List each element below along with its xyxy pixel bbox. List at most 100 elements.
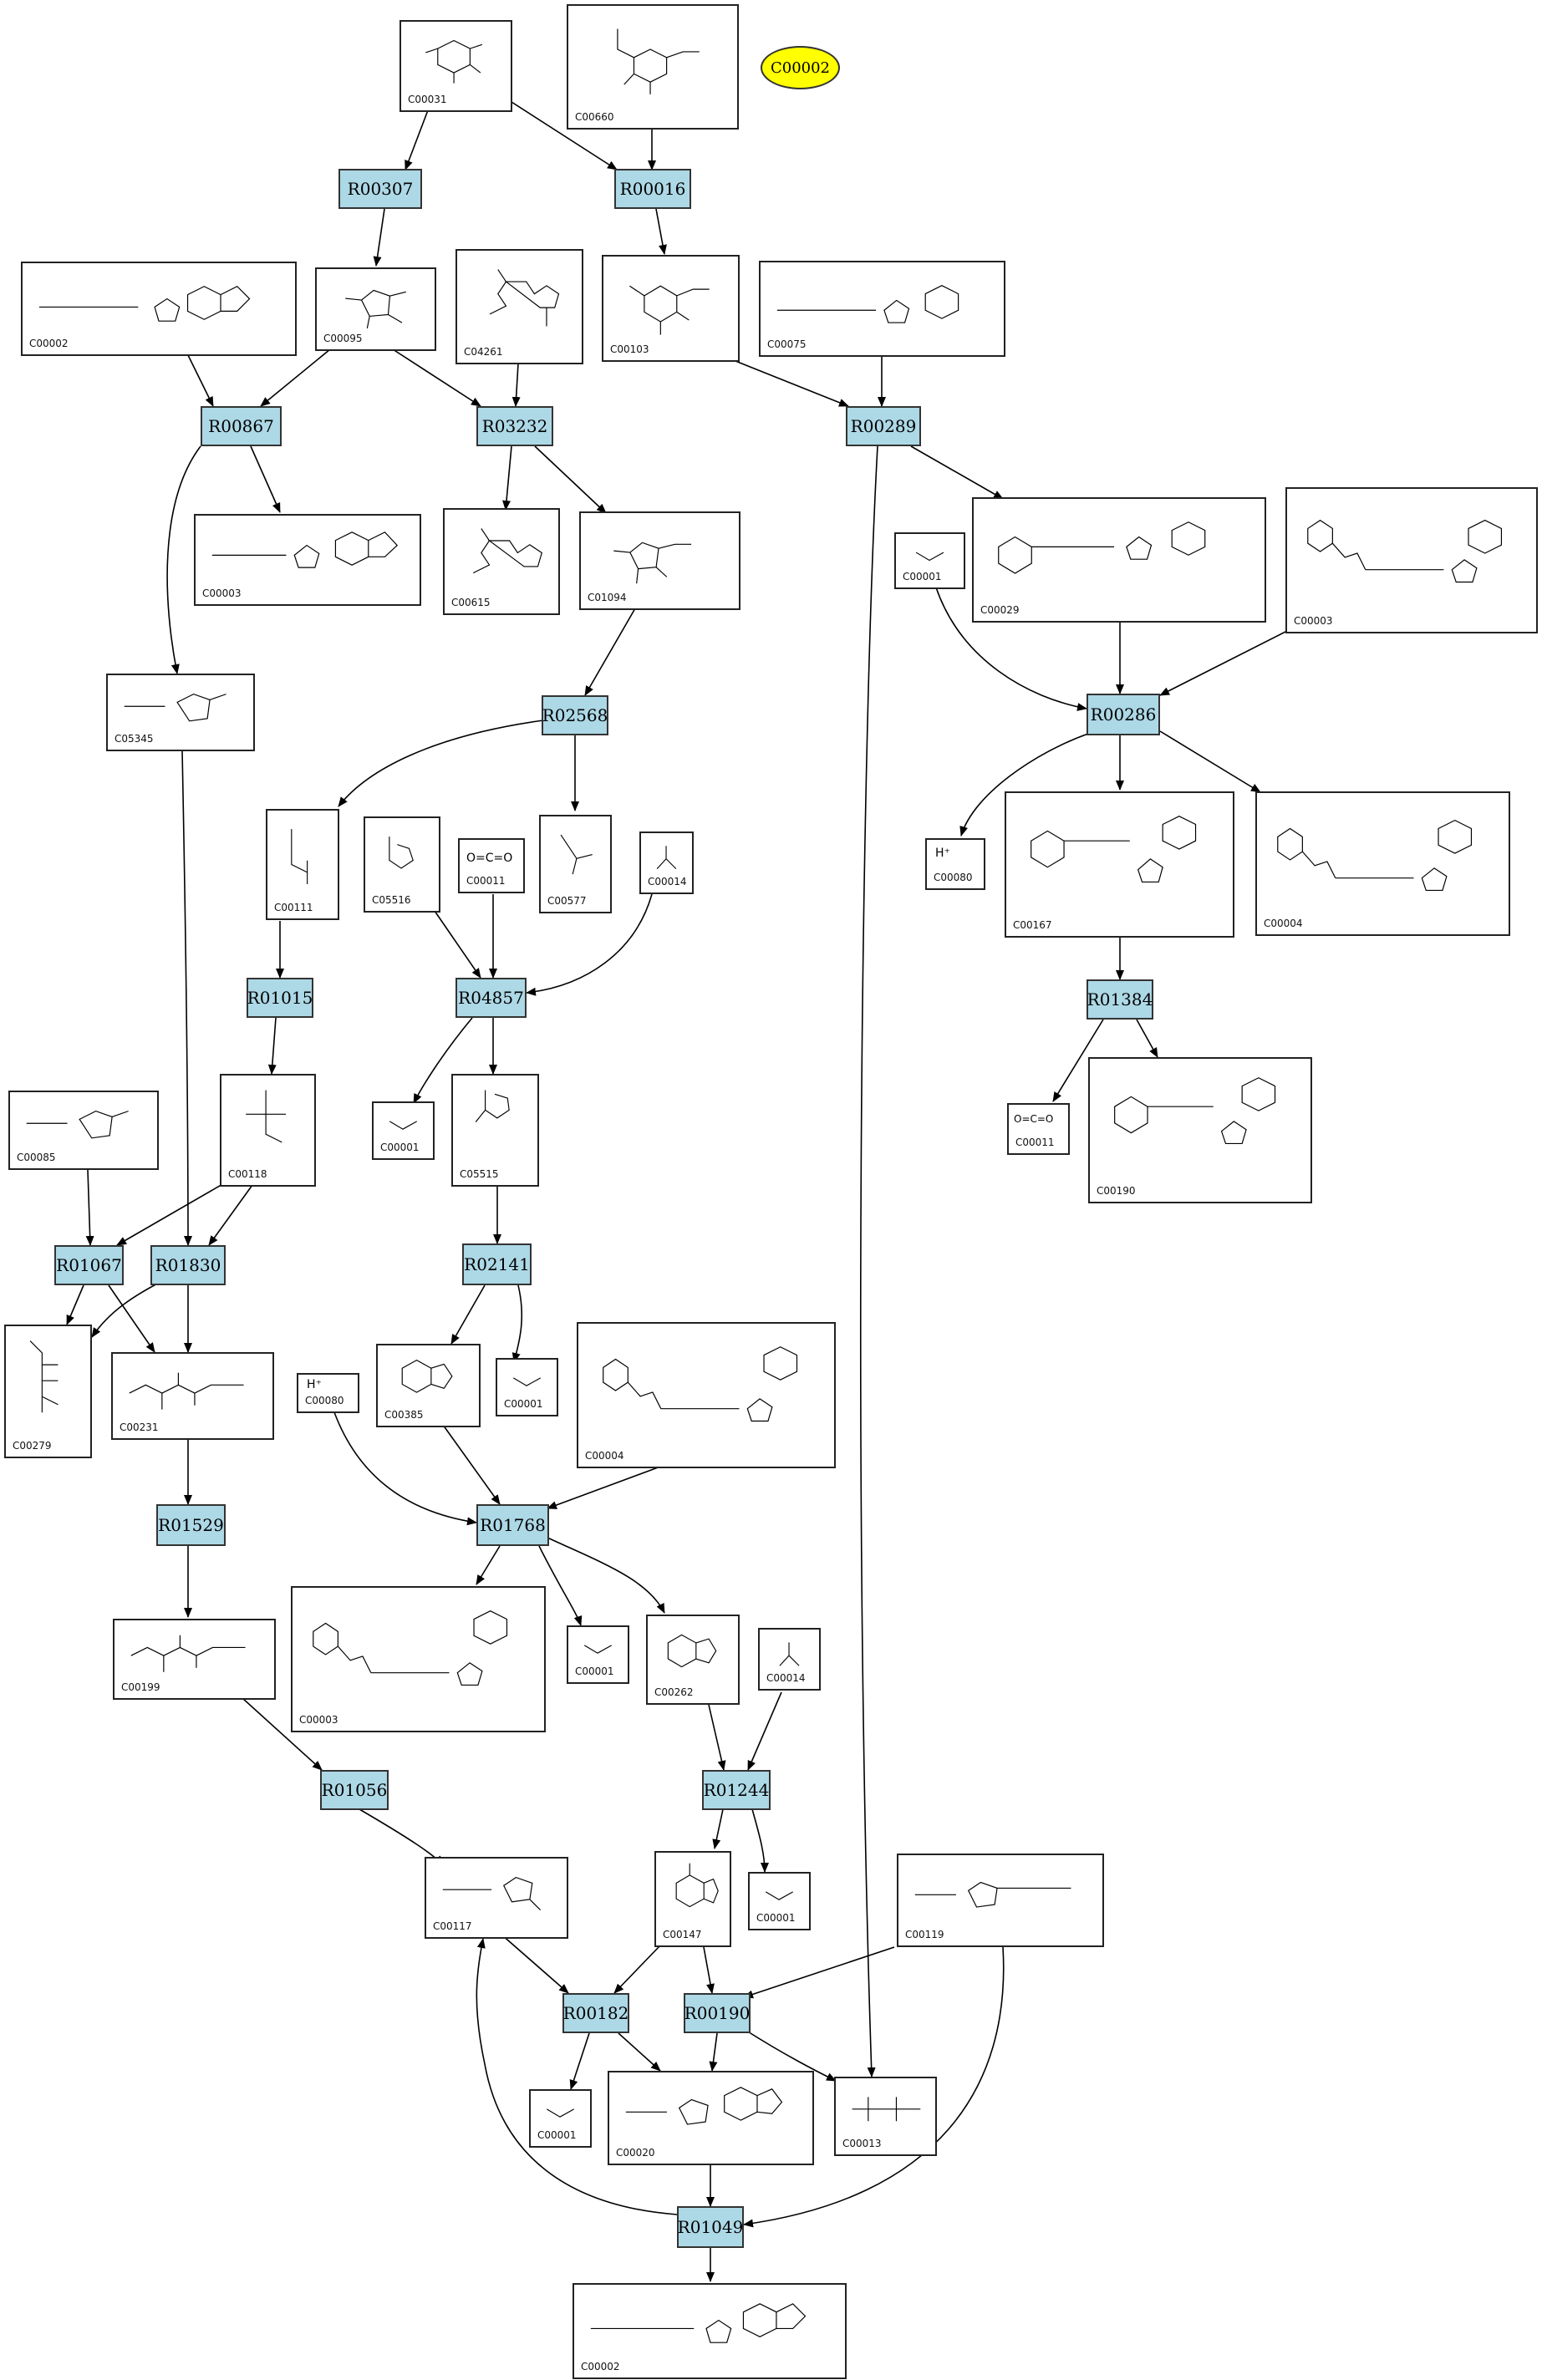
compound-node[interactable]: C00075 (759, 261, 1005, 357)
compound-node[interactable]: H⁺ C00080 (925, 838, 985, 890)
compound-node[interactable]: C05515 (451, 1074, 539, 1187)
compound-node[interactable]: C00001 (372, 1101, 435, 1160)
edge (187, 354, 214, 407)
edge (181, 750, 192, 1246)
compound-id: C00095 (323, 333, 363, 344)
reaction-node[interactable]: R02141 (462, 1243, 532, 1285)
edge (116, 1179, 231, 1246)
compound-node[interactable]: C00577 (539, 815, 612, 913)
reaction-node[interactable]: R04857 (455, 978, 527, 1018)
molecule-structure (617, 28, 700, 94)
edge (85, 1169, 94, 1246)
compound-node[interactable]: C00014 (758, 1628, 821, 1691)
compound-id: C00660 (575, 111, 614, 123)
compound-node[interactable]: C00118 (220, 1074, 316, 1187)
reaction-node[interactable]: R01384 (1087, 979, 1153, 1020)
reaction-node[interactable]: R00190 (684, 1993, 751, 2033)
reaction-node[interactable]: R00307 (338, 169, 422, 209)
edge (1136, 1019, 1158, 1058)
reaction-node[interactable]: R01049 (677, 2206, 744, 2248)
compound-node[interactable]: C00001 (894, 532, 965, 589)
compound-node[interactable]: C00147 (654, 1851, 731, 1947)
compound-node[interactable]: C05516 (364, 816, 440, 913)
compound-node[interactable]: H⁺ C00080 (297, 1373, 359, 1413)
compound-node[interactable]: C00279 (4, 1325, 92, 1458)
compound-node[interactable]: C00085 (8, 1091, 159, 1170)
compound-node[interactable]: C00385 (376, 1344, 481, 1427)
reaction-node[interactable]: R01244 (702, 1770, 771, 1810)
reaction-node[interactable]: R00867 (201, 406, 282, 446)
reaction-node[interactable]: R01067 (54, 1245, 124, 1285)
edge (250, 445, 281, 513)
molecule-structure (590, 2303, 807, 2343)
edge (735, 360, 849, 407)
reaction-node[interactable]: R00182 (562, 1993, 629, 2033)
molecule-structure (472, 528, 542, 574)
compound-node[interactable]: C00004 (1255, 791, 1510, 936)
highlighted-compound-C00002[interactable]: C00002 (761, 46, 840, 89)
reaction-node[interactable]: R01056 (320, 1770, 389, 1810)
compound-node[interactable]: C00615 (443, 508, 560, 615)
compound-node[interactable]: C00003 (291, 1586, 546, 1732)
compound-id: C00167 (1013, 919, 1052, 931)
compound-node[interactable]: C00002 (573, 2283, 847, 2379)
compound-node[interactable]: C00190 (1088, 1057, 1312, 1203)
reaction-node[interactable]: R02568 (542, 695, 608, 735)
compound-id: C00615 (451, 597, 491, 608)
molecule-structure (656, 846, 677, 870)
compound-node[interactable]: C00111 (266, 809, 339, 920)
molecule-structure (129, 1372, 244, 1410)
compound-node[interactable]: C00013 (834, 2077, 937, 2156)
molecule-structure (625, 2087, 783, 2125)
edge (413, 1017, 473, 1104)
compound-node[interactable]: C00117 (425, 1857, 568, 1939)
compound-id: C00190 (1097, 1185, 1136, 1197)
compound-node[interactable]: C00199 (113, 1619, 276, 1700)
compound-node[interactable]: C00020 (608, 2071, 814, 2165)
compound-node[interactable]: C00003 (194, 514, 421, 606)
compound-node[interactable]: C00167 (1005, 791, 1234, 938)
hplus-label: H⁺ (935, 847, 950, 860)
reaction-node[interactable]: R01015 (247, 978, 313, 1018)
compound-node[interactable]: C00103 (602, 255, 740, 362)
compound-node[interactable]: C00004 (577, 1322, 836, 1468)
compound-node[interactable]: C00095 (315, 267, 436, 351)
compound-node[interactable]: C00001 (496, 1358, 558, 1416)
compound-id: C00118 (228, 1168, 267, 1180)
compound-node[interactable]: C00031 (399, 20, 512, 112)
compound-id: C00011 (1015, 1137, 1055, 1148)
compound-node[interactable]: C00002 (21, 262, 297, 356)
molecule-structure (26, 1110, 129, 1139)
reaction-node[interactable]: R00286 (1087, 694, 1160, 735)
molecule-structure (246, 1090, 287, 1143)
reaction-node[interactable]: R03232 (476, 406, 553, 446)
reaction-node[interactable]: R00289 (846, 406, 921, 446)
compound-node[interactable]: C05345 (106, 674, 255, 751)
compound-node[interactable]: C01094 (579, 511, 740, 610)
compound-node[interactable]: C00029 (972, 497, 1266, 623)
reaction-node[interactable]: R01768 (476, 1504, 549, 1546)
molecule-structure (475, 1090, 510, 1122)
reaction-node[interactable]: R01830 (150, 1245, 226, 1285)
compound-node[interactable]: C00001 (529, 2089, 592, 2148)
reaction-node[interactable]: R00016 (614, 169, 691, 209)
compound-node[interactable]: C00119 (897, 1854, 1104, 1947)
compound-node[interactable]: O=C=O C00011 (458, 838, 525, 893)
edge (708, 1704, 726, 1771)
edge (476, 1938, 678, 2215)
compound-node[interactable]: C04261 (455, 249, 583, 364)
compound-node[interactable]: C00001 (567, 1625, 629, 1684)
compound-id: C04261 (464, 346, 503, 358)
compound-node[interactable]: C00262 (646, 1615, 740, 1705)
molecule-structure (915, 552, 944, 562)
compound-node[interactable]: C00001 (748, 1872, 811, 1930)
molecule-structure (489, 269, 560, 327)
compound-node[interactable]: C00014 (639, 831, 694, 894)
compound-node[interactable]: C00003 (1285, 487, 1538, 633)
compound-node[interactable]: C00660 (567, 4, 739, 130)
compound-node[interactable]: C00231 (111, 1352, 274, 1440)
molecule-structure (667, 1634, 717, 1668)
compound-node[interactable]: O=C=O C00011 (1007, 1103, 1070, 1155)
reaction-node[interactable]: R01529 (156, 1504, 226, 1546)
edge (405, 109, 429, 170)
